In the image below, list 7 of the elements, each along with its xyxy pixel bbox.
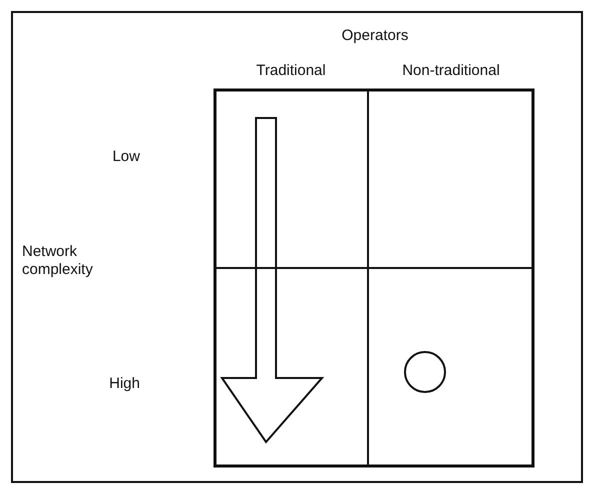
circle-marker bbox=[404, 351, 446, 393]
column-header: Traditional bbox=[256, 62, 326, 79]
column-header: Non-traditional bbox=[402, 62, 500, 79]
axis-title: Operators bbox=[342, 27, 408, 44]
row-header: High bbox=[109, 375, 140, 392]
axis-title: Network complexity bbox=[22, 243, 93, 278]
row-header: Low bbox=[112, 148, 140, 165]
